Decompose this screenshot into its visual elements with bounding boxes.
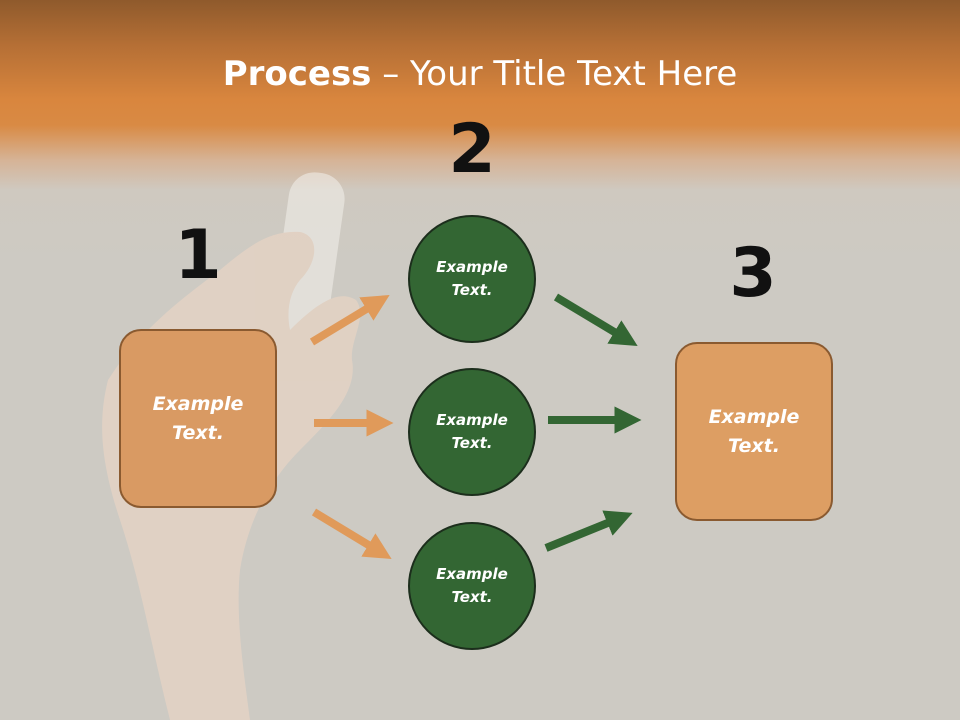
step-1-text: Example Text. — [152, 392, 244, 444]
title-bold: Process — [222, 54, 372, 94]
step-2-circle-bottom: Example Text. — [408, 522, 536, 650]
step-1-number: 1 — [174, 216, 222, 295]
step-3-number: 3 — [729, 234, 777, 313]
arrows — [309, 293, 642, 560]
arrow-top-to-3 — [553, 293, 638, 346]
arrow-1-to-bottom — [311, 508, 392, 560]
step-2-circle-middle-text: Example Text. — [436, 411, 508, 452]
step-2-circle-middle: Example Text. — [408, 368, 536, 496]
slide-title: Process – Your Title Text Here — [0, 52, 960, 96]
step-2-circle-top-text: Example Text. — [436, 258, 508, 299]
step-3-box: Example Text. — [675, 342, 833, 521]
step-1-box: Example Text. — [119, 329, 277, 508]
arrow-bottom-to-3 — [544, 510, 633, 552]
step-3-text: Example Text. — [708, 405, 800, 457]
step-2-number: 2 — [448, 110, 496, 189]
step-2-circle-bottom-text: Example Text. — [436, 565, 508, 606]
arrow-1-to-top — [309, 294, 390, 346]
step-2-circle-top: Example Text. — [408, 215, 536, 343]
title-rest: – Your Title Text Here — [371, 54, 738, 94]
